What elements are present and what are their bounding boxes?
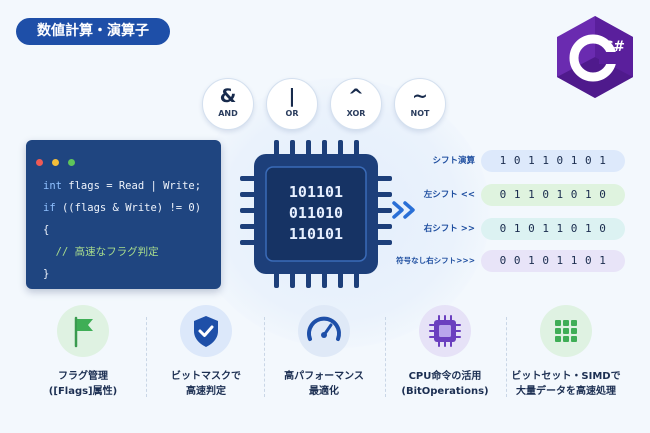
cpu-chip-illustration: 101101 011010 110101	[240, 140, 392, 288]
code-line: {	[43, 224, 50, 236]
divider	[506, 317, 507, 397]
feature-list: フラグ管理([Flags]属性) ビットマスクで高速判定 高パフォーマンス最適化	[0, 305, 650, 425]
cpu-icon	[419, 305, 471, 357]
feature-label: ビットマスクで高速判定	[171, 371, 241, 397]
divider	[146, 317, 147, 397]
operator-name: AND	[218, 109, 238, 118]
operator-name: OR	[285, 109, 299, 118]
code-block: int flags = Read | Write; if ((flags & W…	[43, 175, 201, 285]
operator-name: NOT	[410, 109, 430, 118]
bit-sequence: 0 0 1 0 1 1 0 1	[481, 250, 625, 272]
shift-row: シフト演算 1 0 1 1 0 1 0 1	[395, 150, 635, 172]
feature-cpu-instructions: CPU命令の活用(BitOperations)	[385, 305, 505, 399]
shift-row: 右シフト >> 0 1 0 1 1 0 1 0	[395, 218, 635, 240]
chip-bits-row-1: 101101	[289, 183, 343, 201]
csharp-logo: C#	[557, 16, 633, 98]
operator-not: ~ NOT	[394, 78, 446, 130]
feature-label: 高パフォーマンス最適化	[284, 371, 364, 397]
shift-label: 右シフト >>	[423, 224, 475, 234]
shift-label: 左シフト <<	[423, 190, 475, 200]
code-comment: // 高速なフラグ判定	[43, 246, 159, 258]
operator-symbol: ^	[348, 85, 364, 107]
divider	[264, 317, 265, 397]
code-editor-panel: int flags = Read | Write; if ((flags & W…	[26, 140, 221, 289]
close-dot-icon	[36, 159, 43, 166]
window-controls	[36, 151, 79, 170]
feature-flag-management: フラグ管理([Flags]属性)	[23, 305, 143, 399]
speedometer-icon	[298, 305, 350, 357]
code-text: ((flags & Write) != 0)	[55, 202, 202, 214]
shift-label: シフト演算	[432, 156, 475, 166]
chip-bits-row-3: 110101	[289, 225, 343, 243]
feature-label: フラグ管理([Flags]属性)	[48, 371, 118, 397]
feature-bitmask: ビットマスクで高速判定	[146, 305, 266, 399]
feature-performance: 高パフォーマンス最適化	[264, 305, 384, 399]
operator-or: | OR	[266, 78, 318, 130]
minimize-dot-icon	[52, 159, 60, 166]
code-line: }	[43, 268, 50, 280]
feature-simd: ビットセット・SIMDで大量データを高速処理	[506, 305, 626, 399]
feature-label: ビットセット・SIMDで大量データを高速処理	[511, 371, 621, 397]
divider	[385, 317, 386, 397]
code-text: flags = Read | Write;	[61, 180, 202, 192]
code-line: if ((flags & Write) != 0)	[43, 197, 201, 219]
maximize-dot-icon	[68, 159, 76, 166]
bit-sequence: 1 0 1 1 0 1 0 1	[481, 150, 625, 172]
bit-sequence: 0 1 0 1 1 0 1 0	[481, 218, 625, 240]
double-chevron-right-icon	[392, 201, 415, 219]
code-keyword: if	[43, 202, 56, 214]
page-title: 数値計算・演算子	[16, 18, 170, 45]
chip-pins	[240, 140, 392, 288]
logo-label: C#	[603, 39, 625, 55]
operator-row: & AND | OR ^ XOR ~ NOT	[202, 78, 447, 130]
bit-sequence: 0 1 1 0 1 0 1 0	[481, 184, 625, 206]
grid-icon	[540, 305, 592, 357]
shift-row: 符号なし右シフト>>> 0 0 1 0 1 1 0 1	[395, 250, 635, 272]
operator-and: & AND	[202, 78, 254, 130]
shield-check-icon	[180, 305, 232, 357]
code-keyword: int	[43, 180, 62, 192]
feature-label: CPU命令の活用(BitOperations)	[401, 371, 489, 397]
shift-label: 符号なし右シフト>>>	[396, 256, 475, 265]
operator-symbol: |	[288, 85, 296, 107]
operator-name: XOR	[346, 109, 366, 118]
code-line: int flags = Read | Write;	[43, 175, 201, 197]
chip-bits-row-2: 011010	[289, 204, 343, 222]
flag-icon	[57, 305, 109, 357]
operator-xor: ^ XOR	[330, 78, 382, 130]
shift-row: 左シフト << 0 1 1 0 1 0 1 0	[395, 184, 635, 206]
operator-symbol: ~	[412, 85, 428, 107]
operator-symbol: &	[219, 85, 237, 107]
